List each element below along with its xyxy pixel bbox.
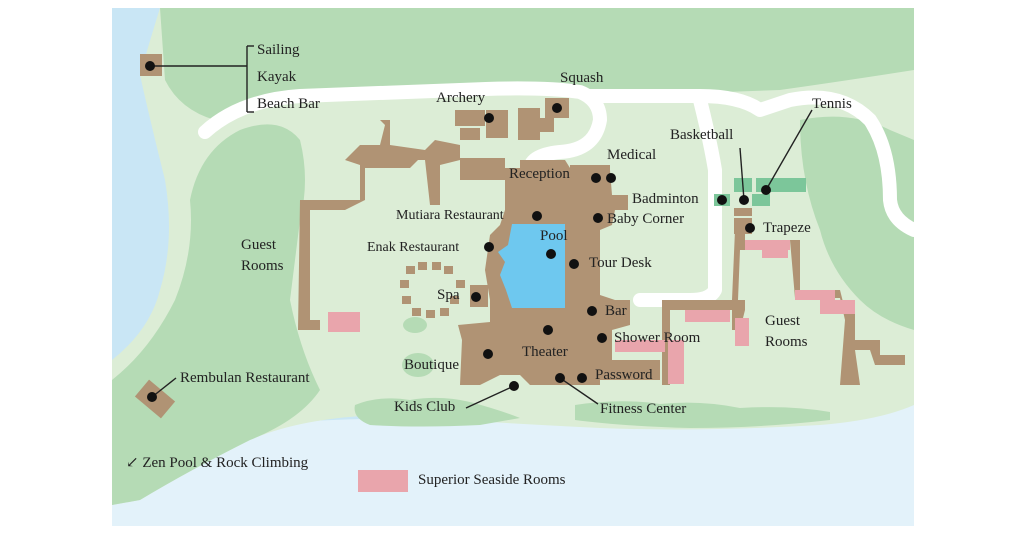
marker-rembulan bbox=[147, 392, 157, 402]
label-zen-pool: ↙ Zen Pool & Rock Climbing bbox=[126, 455, 309, 471]
label-guest-rooms-left-1: Guest bbox=[241, 237, 276, 253]
marker-spa bbox=[471, 292, 481, 302]
label-tour-desk: Tour Desk bbox=[589, 255, 652, 271]
marker-kids-club bbox=[509, 381, 519, 391]
label-boutique: Boutique bbox=[404, 357, 459, 373]
marker-baby-corner bbox=[593, 213, 603, 223]
marker-enak bbox=[484, 242, 494, 252]
label-shower-room: Shower Room bbox=[614, 330, 701, 346]
label-sailing: Sailing bbox=[257, 42, 300, 58]
label-fitness-center: Fitness Center bbox=[600, 401, 687, 417]
marker-medical bbox=[606, 173, 616, 183]
label-rembulan-restaurant: Rembulan Restaurant bbox=[180, 370, 310, 386]
marker-reception bbox=[591, 173, 601, 183]
label-reception: Reception bbox=[509, 166, 570, 182]
legend-swatch-seaside bbox=[358, 470, 408, 492]
label-guest-rooms-right-1: Guest bbox=[765, 313, 800, 329]
label-guest-rooms-right-2: Rooms bbox=[765, 334, 808, 350]
label-password: Password bbox=[595, 367, 653, 383]
label-tennis: Tennis bbox=[812, 96, 852, 112]
forest-shore bbox=[354, 397, 520, 427]
marker-fitness bbox=[555, 373, 565, 383]
label-kids-club: Kids Club bbox=[394, 399, 456, 415]
tree-spa bbox=[403, 317, 427, 333]
label-archery: Archery bbox=[436, 90, 486, 106]
markers bbox=[145, 61, 771, 402]
marker-sailing bbox=[145, 61, 155, 71]
marker-bar bbox=[587, 306, 597, 316]
spa-cluster bbox=[400, 262, 465, 318]
label-badminton: Badminton bbox=[632, 191, 699, 207]
label-medical: Medical bbox=[607, 147, 657, 163]
tree-boutique bbox=[402, 353, 434, 377]
leader-lines bbox=[150, 45, 813, 409]
marker-pool bbox=[546, 249, 556, 259]
label-spa: Spa bbox=[437, 287, 460, 303]
forest-shore-2 bbox=[575, 401, 830, 428]
marker-badminton bbox=[717, 195, 727, 205]
label-basketball: Basketball bbox=[670, 127, 734, 143]
label-bar: Bar bbox=[605, 303, 627, 319]
beach-sand bbox=[112, 404, 914, 526]
label-theater: Theater bbox=[522, 344, 568, 360]
marker-shower bbox=[597, 333, 607, 343]
pool bbox=[498, 224, 565, 308]
label-baby-corner: Baby Corner bbox=[607, 211, 685, 227]
label-guest-rooms-left-2: Rooms bbox=[241, 258, 284, 274]
marker-trapeze bbox=[745, 223, 755, 233]
marker-squash bbox=[552, 103, 562, 113]
legend-label-seaside: Superior Seaside Rooms bbox=[418, 472, 566, 488]
label-squash: Squash bbox=[560, 70, 604, 86]
marker-tour-desk bbox=[569, 259, 579, 269]
marker-theater bbox=[543, 325, 553, 335]
label-mutiara-restaurant: Mutiara Restaurant bbox=[396, 208, 504, 223]
marker-basketball bbox=[739, 195, 749, 205]
label-enak-restaurant: Enak Restaurant bbox=[367, 240, 460, 255]
paths bbox=[198, 81, 921, 307]
marker-mutiara bbox=[532, 211, 542, 221]
label-kayak: Kayak bbox=[257, 69, 297, 85]
marker-boutique bbox=[483, 349, 493, 359]
label-pool: Pool bbox=[540, 228, 568, 244]
marker-archery bbox=[484, 113, 494, 123]
marker-password bbox=[577, 373, 587, 383]
marker-tennis bbox=[761, 185, 771, 195]
label-trapeze: Trapeze bbox=[763, 220, 811, 236]
label-beach-bar: Beach Bar bbox=[257, 96, 320, 112]
seaside-rooms bbox=[328, 240, 855, 384]
